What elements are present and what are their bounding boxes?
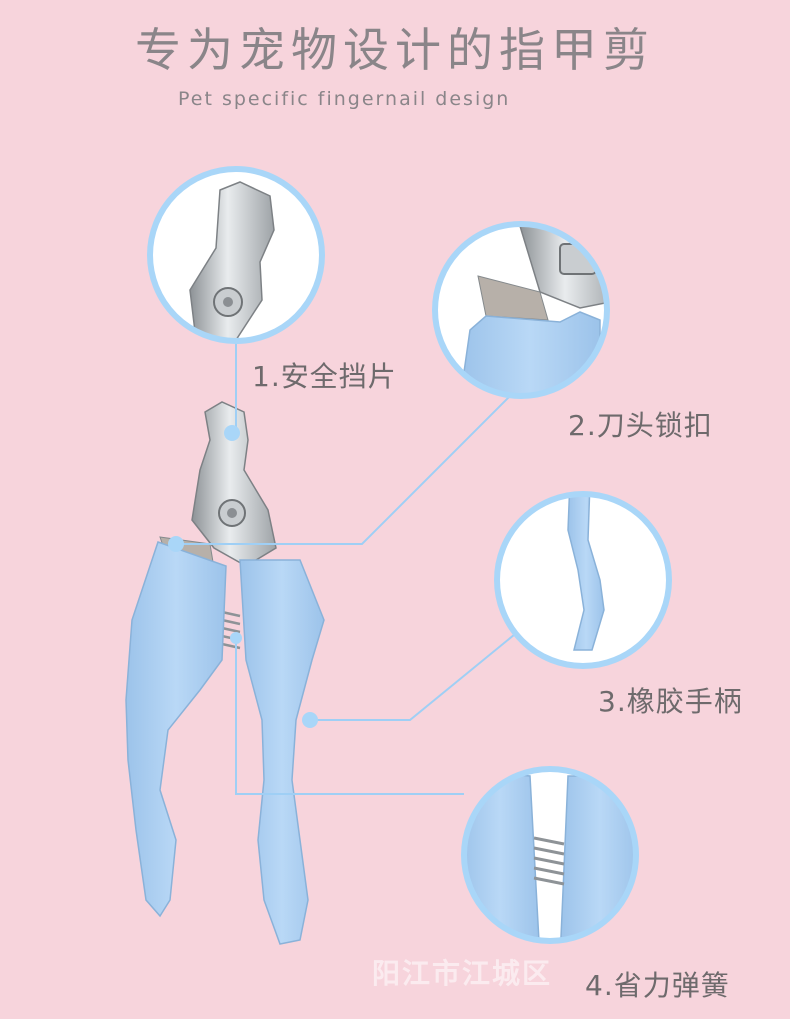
feature-label-safety-guard: 1.安全挡片 <box>252 360 397 393</box>
callout-dots <box>168 425 318 728</box>
watermark: 阳江市江城区 <box>372 957 553 990</box>
page-subtitle: Pet specific fingernail design <box>178 88 511 110</box>
detail-circle-rubber-handle <box>494 491 672 669</box>
feature-label-rubber-handle: 3.橡胶手柄 <box>598 685 743 718</box>
detail-circle-safety-guard <box>147 166 325 344</box>
page-title: 专为宠物设计的指甲剪 <box>135 23 655 77</box>
feature-label-spring: 4.省力弹簧 <box>585 969 730 1002</box>
detail-circle-spring <box>461 766 639 944</box>
callout-lines <box>176 340 521 795</box>
spring-icon <box>221 610 241 650</box>
clipper-handles <box>125 541 325 945</box>
detail-circle-blade-lock <box>432 221 610 399</box>
feature-label-blade-lock: 2.刀头锁扣 <box>568 409 713 442</box>
